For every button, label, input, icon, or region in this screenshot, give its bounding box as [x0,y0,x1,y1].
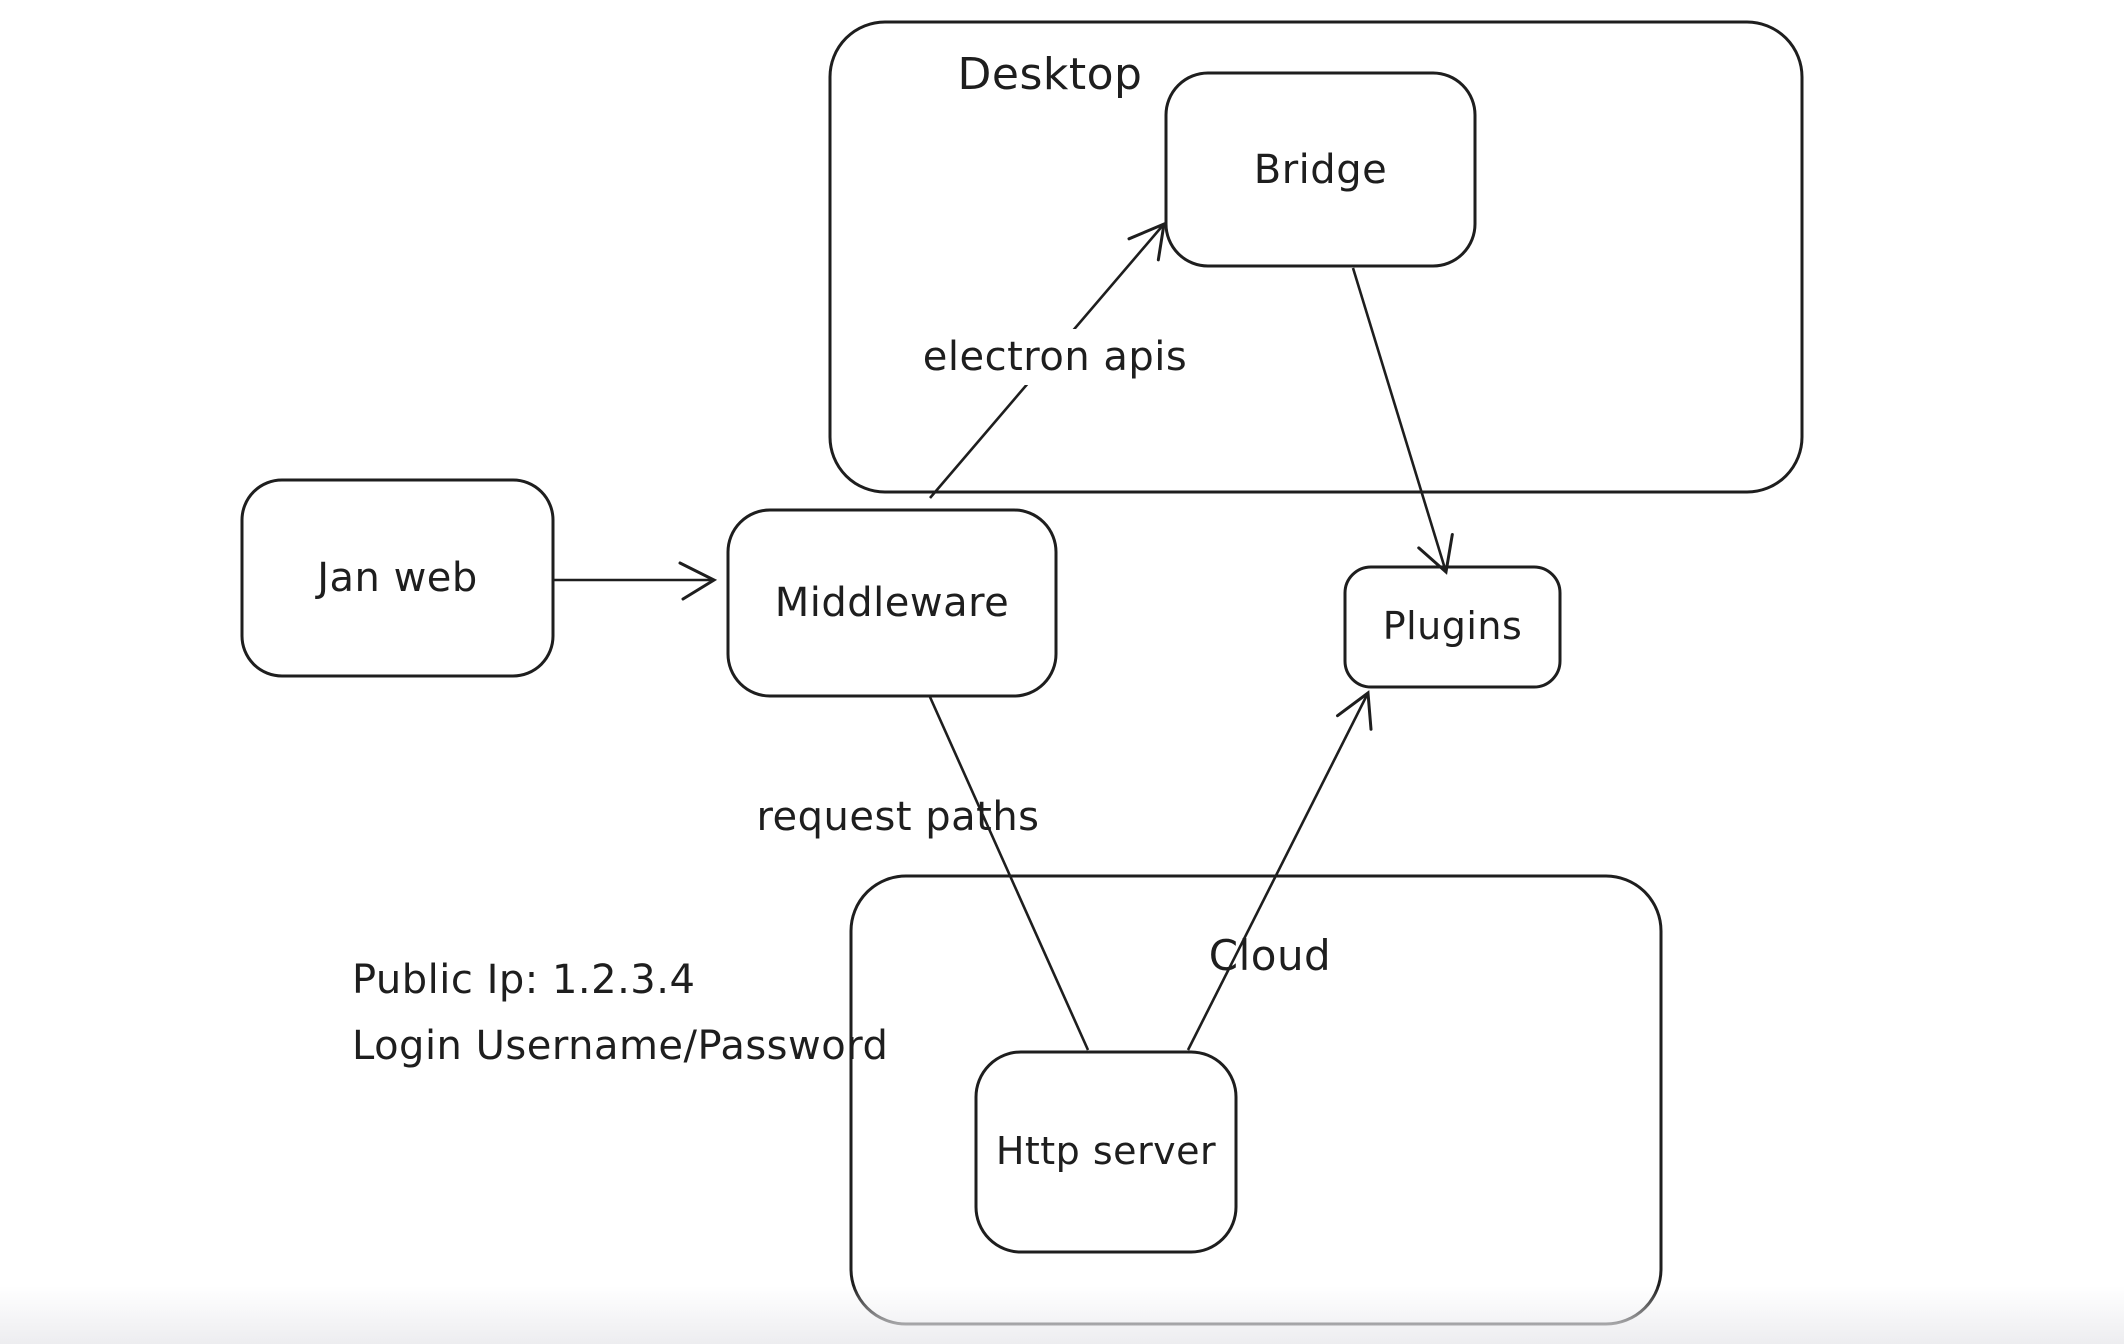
bridge-box[interactable] [1164,71,1477,268]
middleware-label: Middleware [774,580,1010,626]
edge-middleware-to-httpserver[interactable] [928,696,1090,1051]
annotation-login[interactable]: Login Username/Password [352,1023,889,1069]
desktop-container-label: Desktop [957,48,1143,100]
edge-label-electron-apis[interactable]: electron apis [916,329,1194,385]
cloud-container-label: Cloud [1208,930,1332,980]
plugins-label: Plugins [1382,604,1523,649]
jan-web-box[interactable] [240,478,555,678]
desktop-container-box[interactable] [828,20,1804,494]
edge-httpserver-to-plugins[interactable] [1186,690,1373,1051]
bridge-label: Bridge [1253,146,1388,193]
http-server-label: Http server [995,1129,1217,1174]
middleware-box[interactable] [726,508,1058,698]
http-server-box[interactable] [974,1050,1238,1254]
annotation-public-ip[interactable]: Public Ip: 1.2.3.4 [352,957,696,1003]
jan-web-label: Jan web [317,555,478,601]
edge-label-request-paths[interactable]: request paths [756,794,1040,840]
edge-bridge-to-plugins[interactable] [1351,267,1454,575]
